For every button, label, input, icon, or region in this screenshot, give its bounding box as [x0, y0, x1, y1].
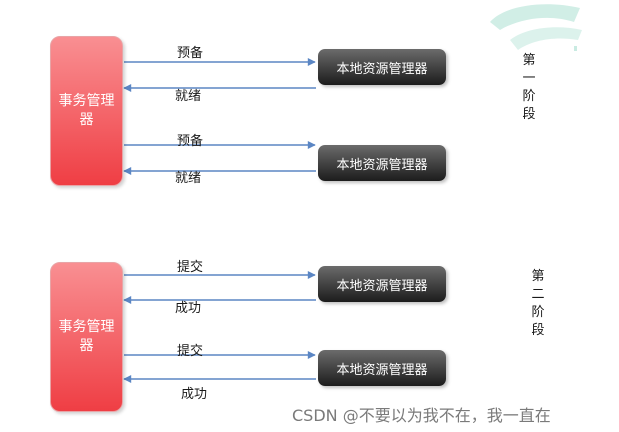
resource-manager-phase2-2: 本地资源管理器 [318, 350, 446, 386]
csdn-watermark: CSDN @不要以为我不在，我一直在 [292, 406, 551, 425]
label-prepare-2: 预备 [177, 134, 204, 149]
phase2-label: 第二阶段 [531, 269, 545, 338]
label-ready-2: 就绪 [175, 171, 202, 186]
label-commit-2: 提交 [177, 344, 204, 359]
label-success-1: 成功 [175, 301, 202, 316]
resource-manager-phase1-1: 本地资源管理器 [318, 49, 446, 85]
label-success-2: 成功 [181, 387, 208, 402]
label-commit-1: 提交 [177, 260, 204, 275]
resource-manager-phase1-2: 本地资源管理器 [318, 145, 446, 181]
phase1-label: 第一阶段 [522, 53, 536, 122]
label-prepare-1: 预备 [177, 46, 204, 61]
transaction-manager-phase1: 事务管理器 [50, 36, 123, 186]
label-ready-1: 就绪 [175, 89, 202, 104]
decorative-swirl-graphic [490, 4, 582, 51]
resource-manager-phase2-1: 本地资源管理器 [318, 266, 446, 302]
transaction-manager-label: 事务管理器 [58, 319, 115, 354]
transaction-manager-phase2: 事务管理器 [50, 262, 123, 412]
transaction-manager-label: 事务管理器 [58, 93, 115, 128]
